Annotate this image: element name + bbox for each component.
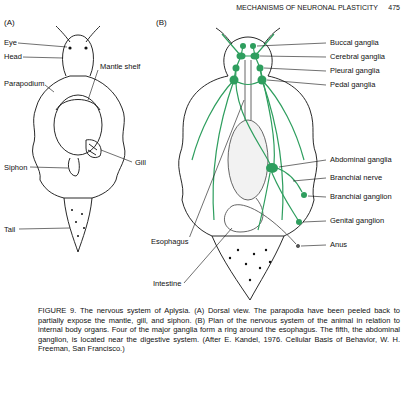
ganglia-part <box>251 53 260 60</box>
nervous-system <box>192 34 304 230</box>
animal-b-outline-part <box>212 236 284 300</box>
leader-lines <box>18 43 326 283</box>
animal-a-marks-part <box>75 221 77 223</box>
animal-b-outline <box>179 28 317 300</box>
nervous-system-part <box>236 68 275 164</box>
digestive-organs-part <box>296 244 299 247</box>
part-label: Branchial ganglion <box>329 192 393 201</box>
digestive-organs <box>224 60 299 248</box>
part-label: Abdominal ganglia <box>329 155 393 164</box>
nervous-system-part <box>262 80 304 220</box>
tail-spots-part <box>253 253 255 255</box>
nervous-system-part <box>277 168 302 192</box>
animal-a-outline-part <box>33 76 125 198</box>
leader-lines-part <box>303 221 326 222</box>
tail-spots-part <box>265 249 267 251</box>
ganglia-part <box>250 43 256 49</box>
animal-a-outline-part <box>54 95 102 155</box>
animal-a-outline-part <box>64 198 92 252</box>
leader-lines-part <box>101 150 132 162</box>
leader-lines-part <box>293 178 326 181</box>
part-label: Siphon <box>3 163 28 172</box>
digestive-organs-part <box>228 120 268 200</box>
nervous-system-part <box>258 173 270 230</box>
tail-spots-part <box>249 279 251 281</box>
part-label: Esophagus <box>150 237 190 246</box>
ganglia-part <box>266 163 278 173</box>
ganglia-part <box>240 43 246 49</box>
leader-lines-part <box>18 43 67 47</box>
figure-caption: FIGURE 9. The nervous system of Aplysia.… <box>38 306 400 354</box>
ganglia-part <box>301 192 307 198</box>
leader-lines-part <box>264 68 326 71</box>
part-label: Cerebral ganglia <box>329 52 386 61</box>
animal-a-outline-part <box>88 144 97 155</box>
nervous-system-part <box>192 80 234 220</box>
nervous-system-part <box>222 34 274 56</box>
part-label: Pedal ganglia <box>329 80 376 89</box>
animal-a-outline-part <box>63 35 94 76</box>
leader-lines-part <box>30 167 68 168</box>
ganglia <box>230 43 308 225</box>
animal-a-marks-part <box>81 213 83 215</box>
animal-a-outline <box>33 26 125 252</box>
leader-lines-part <box>22 57 63 58</box>
digestive-organs-part <box>245 60 251 120</box>
part-label: Eye <box>3 38 18 47</box>
tail-spots-part <box>259 267 261 269</box>
part-label: Parapodium <box>3 79 45 88</box>
leader-lines-part <box>267 80 326 85</box>
animal-a-marks-part <box>83 227 85 229</box>
part-label: Gill <box>134 158 147 167</box>
part-label: Head <box>3 52 23 61</box>
animal-a-marks-part <box>71 209 73 211</box>
panel-letter: (B) <box>155 18 168 27</box>
part-label: Intestine <box>152 279 182 288</box>
ganglia-part <box>230 76 239 85</box>
animal-a-marks <box>68 46 87 237</box>
ganglia-part <box>258 76 267 85</box>
leader-lines-part <box>301 245 326 246</box>
part-label: Tail <box>3 225 16 234</box>
part-label: Buccal ganglia <box>329 38 380 47</box>
panel-letter: (A) <box>3 18 16 27</box>
part-label: Pleural ganglia <box>329 66 381 75</box>
nervous-system-part <box>272 173 298 220</box>
leader-lines-part <box>308 196 326 197</box>
leader-lines-part <box>88 70 98 100</box>
animal-a-outline-part <box>86 140 101 158</box>
part-label: Mantle shelf <box>99 62 141 71</box>
ganglia-part <box>257 65 264 72</box>
tail-spots-part <box>269 261 271 263</box>
ganglia-part <box>233 65 240 72</box>
animal-b-outline-part <box>224 37 272 76</box>
leader-lines-part <box>184 228 232 283</box>
animal-a-marks-part <box>84 46 87 49</box>
ganglia-part <box>237 53 246 60</box>
tail-spots-part <box>237 249 239 251</box>
running-header: MECHANISMS OF NEURONAL PLASTICITY <box>235 3 379 12</box>
tail-spots <box>229 249 271 281</box>
animal-a-marks-part <box>68 46 71 49</box>
animal-a-outline-part <box>56 100 100 111</box>
animal-a-marks-part <box>77 235 79 237</box>
tail-spots-part <box>229 257 231 259</box>
animal-a-outline-part <box>68 158 79 176</box>
leader-lines-part <box>257 43 326 46</box>
leader-lines-part <box>260 56 326 57</box>
leader-lines-part <box>19 228 70 229</box>
leader-lines-part <box>45 85 54 92</box>
page-number: 475 <box>387 3 401 12</box>
part-label: Anus <box>329 240 348 249</box>
leader-lines-part <box>188 100 244 241</box>
leader-lines-part <box>279 160 326 167</box>
ganglia-part <box>296 219 302 225</box>
tail-spots-part <box>245 263 247 265</box>
part-label: Branchial nerve <box>329 173 383 182</box>
part-label: Genital ganglion <box>329 216 385 225</box>
